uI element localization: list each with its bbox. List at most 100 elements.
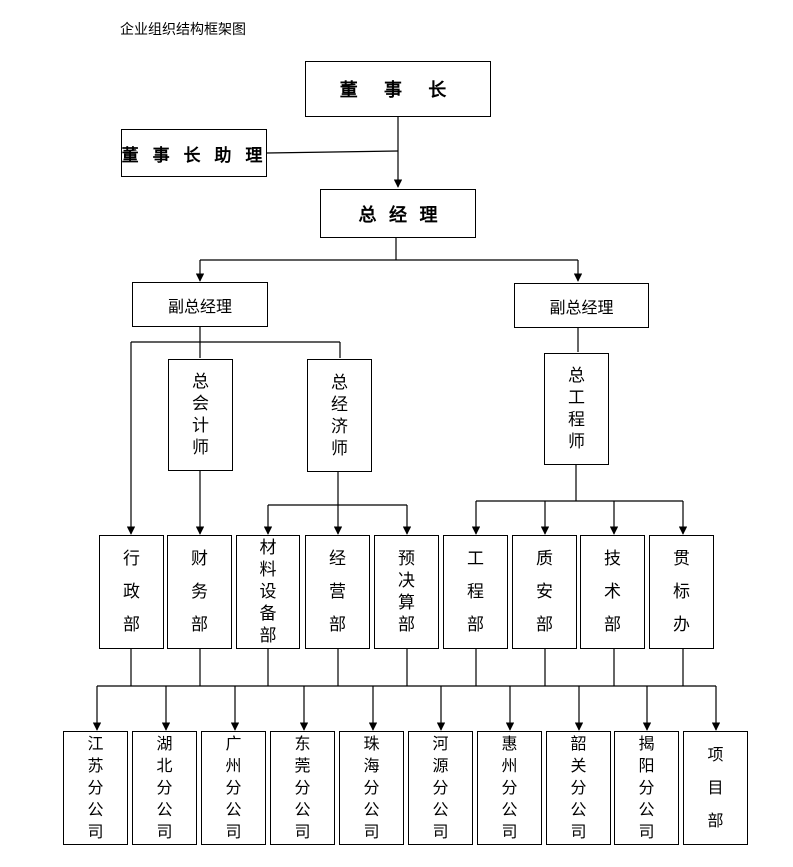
branch-char: 东 — [294, 734, 311, 753]
branch-char: 司 — [294, 822, 311, 841]
chief-economist-char: 济 — [331, 416, 348, 437]
branch-char: 公 — [570, 800, 587, 819]
branch-char: 公 — [501, 800, 518, 819]
branch-char: 目 — [707, 777, 724, 797]
branch-char: 公 — [432, 800, 449, 819]
dept-char: 术 — [604, 581, 621, 602]
branch-char: 分 — [570, 778, 587, 797]
chief-accountant-char: 总 — [192, 372, 209, 392]
dept-char: 部 — [398, 615, 415, 635]
dept-char: 部 — [259, 626, 277, 646]
dept-char: 贯 — [673, 548, 690, 569]
branch-char: 分 — [156, 778, 173, 797]
chief-engineer-char: 师 — [568, 432, 585, 452]
dept-char: 技 — [604, 548, 621, 569]
branch-char: 分 — [294, 778, 311, 797]
branch-char: 惠 — [501, 734, 518, 753]
branch-heyuan-box: 河 源 分 公 司 — [408, 731, 473, 845]
branch-char: 北 — [156, 756, 173, 775]
branch-char: 司 — [570, 822, 587, 841]
chief-economist-char: 经 — [331, 394, 348, 415]
chief-economist-char: 总 — [331, 372, 348, 393]
branch-shaoguan-box: 韶 关 分 公 司 — [546, 731, 611, 845]
branch-char: 江 — [87, 734, 104, 753]
branch-char: 公 — [294, 800, 311, 819]
dept-char: 经 — [329, 548, 346, 569]
chief-engineer-char: 工 — [568, 388, 585, 408]
chief-accountant-box: 总 会 计 师 — [168, 359, 233, 471]
branch-char: 莞 — [294, 756, 311, 775]
dept-char: 部 — [123, 615, 140, 636]
branch-char: 海 — [363, 756, 380, 775]
dept-char: 行 — [123, 548, 140, 569]
dept-char: 办 — [673, 615, 690, 636]
deputy-gm-left-box: 副总经理 — [132, 282, 268, 327]
dept-char: 标 — [673, 581, 690, 602]
branch-char: 部 — [707, 811, 724, 831]
general-manager-box: 总 经 理 — [320, 189, 476, 238]
chairman-box: 董 事 长 — [305, 61, 491, 117]
branch-char: 司 — [432, 822, 449, 841]
dept-budget-box: 预 决 算 部 — [374, 535, 439, 649]
branch-dongguan-box: 东 莞 分 公 司 — [270, 731, 335, 845]
dept-char: 安 — [536, 581, 553, 602]
dept-char: 备 — [259, 604, 277, 624]
dept-char: 财 — [191, 548, 208, 569]
branch-char: 分 — [225, 778, 242, 797]
dept-char: 算 — [398, 593, 415, 613]
dept-char: 决 — [398, 571, 415, 591]
dept-admin-box: 行 政 部 — [99, 535, 164, 649]
line-assistant-to-main — [266, 150, 399, 154]
branch-char: 分 — [432, 778, 449, 797]
branch-char: 分 — [638, 778, 655, 797]
branch-char: 公 — [638, 800, 655, 819]
dept-char: 政 — [123, 581, 140, 602]
branch-char: 揭 — [638, 734, 655, 753]
branch-char: 分 — [501, 778, 518, 797]
dept-char: 部 — [329, 615, 346, 636]
dept-char: 部 — [467, 615, 484, 636]
deputy-gm-right-box: 副总经理 — [514, 283, 649, 328]
branch-jiangsu-box: 江 苏 分 公 司 — [63, 731, 128, 845]
branch-char: 湖 — [156, 734, 173, 753]
dept-char: 质 — [536, 548, 553, 569]
dept-engineering-box: 工 程 部 — [443, 535, 508, 649]
dept-char: 工 — [467, 548, 484, 569]
branch-char: 司 — [156, 822, 173, 841]
branch-char: 苏 — [87, 756, 104, 775]
dept-technology-box: 技 术 部 — [580, 535, 645, 649]
branch-char: 司 — [501, 822, 518, 841]
dept-quality-safety-box: 质 安 部 — [512, 535, 577, 649]
branch-char: 公 — [225, 800, 242, 819]
branch-char: 河 — [432, 734, 449, 753]
branch-jieyang-box: 揭 阳 分 公 司 — [614, 731, 679, 845]
dept-finance-box: 财 务 部 — [167, 535, 232, 649]
dept-char: 营 — [329, 581, 346, 602]
branch-hubei-box: 湖 北 分 公 司 — [132, 731, 197, 845]
chart-title: 企业组织结构框架图 — [120, 22, 246, 38]
chief-economist-box: 总 经 济 师 — [307, 359, 372, 472]
dept-operations-box: 经 营 部 — [305, 535, 370, 649]
branch-huizhou-box: 惠 州 分 公 司 — [477, 731, 542, 845]
branch-char: 珠 — [363, 734, 380, 753]
dept-standards-office-box: 贯 标 办 — [649, 535, 714, 649]
chief-economist-char: 师 — [331, 438, 348, 459]
branch-char: 司 — [87, 822, 104, 841]
chief-accountant-char: 师 — [192, 438, 209, 458]
dept-char: 部 — [536, 615, 553, 636]
dept-char: 设 — [259, 582, 277, 602]
dept-char: 预 — [398, 549, 415, 569]
branch-char: 州 — [501, 756, 518, 775]
chief-engineer-box: 总 工 程 师 — [544, 353, 609, 465]
branch-zhuhai-box: 珠 海 分 公 司 — [339, 731, 404, 845]
branch-char: 项 — [707, 744, 724, 764]
dept-char: 程 — [467, 581, 484, 602]
dept-char: 材 — [259, 538, 277, 558]
dept-char: 料 — [259, 560, 277, 580]
chief-engineer-char: 程 — [568, 410, 585, 430]
branch-char: 分 — [87, 778, 104, 797]
branch-char: 公 — [87, 800, 104, 819]
chief-accountant-char: 计 — [192, 416, 209, 436]
branch-char: 司 — [363, 822, 380, 841]
